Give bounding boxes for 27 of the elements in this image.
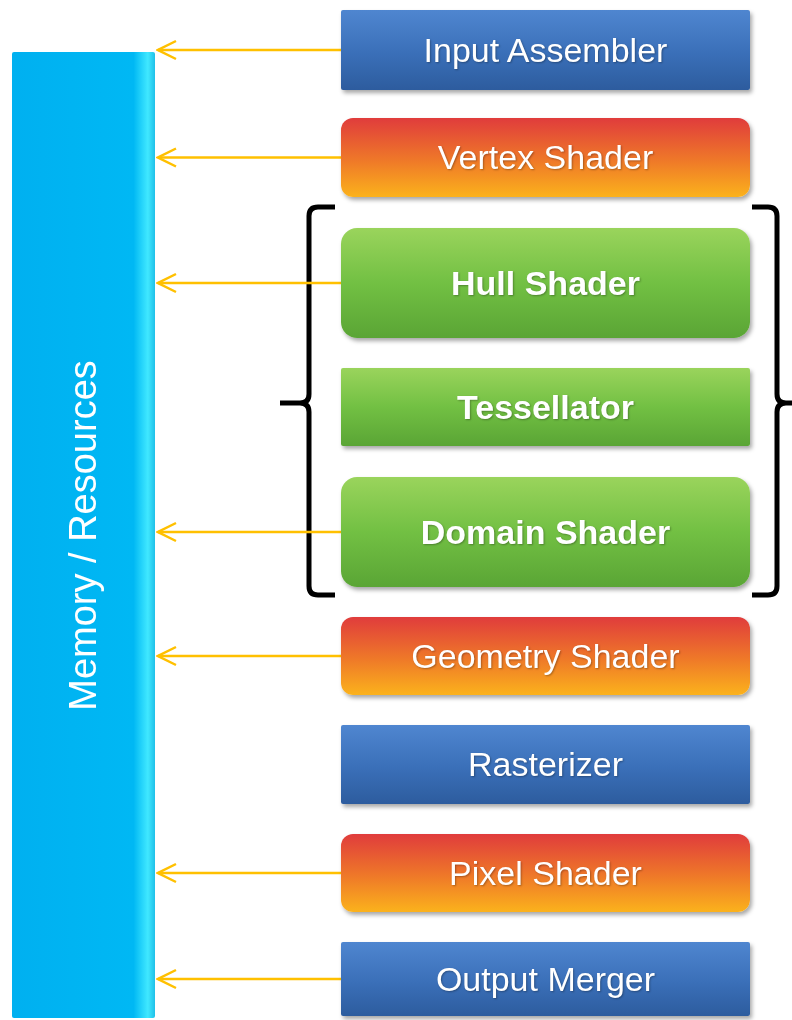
stage-label: Output Merger <box>435 959 656 999</box>
stage-box <box>341 477 750 587</box>
arrow <box>156 968 341 990</box>
stage-box <box>341 942 750 1016</box>
stage-box <box>341 368 750 446</box>
stage-box <box>341 118 750 197</box>
stage-label: Domain Shader <box>420 512 671 552</box>
arrow <box>156 862 341 884</box>
stage-box <box>341 834 750 912</box>
stage-label: Vertex Shader <box>437 138 654 177</box>
stage-box <box>341 228 750 338</box>
stage-label: Rasterizer <box>468 745 623 784</box>
arrow <box>156 272 341 294</box>
memory-bar <box>12 52 155 1018</box>
stage-box <box>341 10 750 90</box>
arrow <box>156 39 341 61</box>
stage-label: Geometry Shader <box>411 636 680 676</box>
stage-label: Input Assembler <box>423 30 668 70</box>
arrow <box>156 645 341 667</box>
bar-label: Memory / Resources <box>62 359 105 711</box>
arrow <box>156 147 341 168</box>
stage-box <box>341 725 750 804</box>
stage-box <box>341 617 750 695</box>
stage-label: Pixel Shader <box>449 853 642 893</box>
arrow <box>156 521 341 543</box>
stage-label: Tessellator <box>457 387 634 427</box>
stage-label: Hull Shader <box>451 263 640 303</box>
